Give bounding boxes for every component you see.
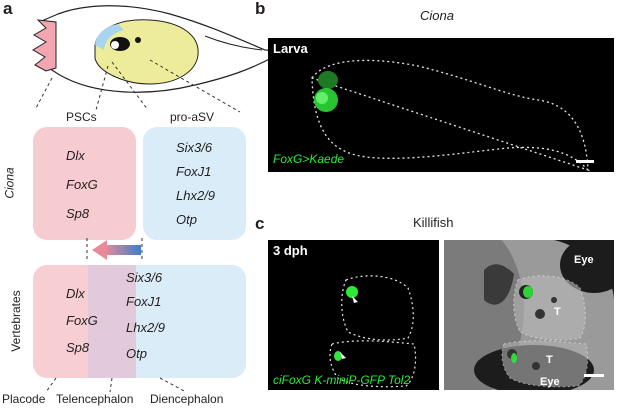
bottom-leader-lines	[45, 377, 187, 393]
panel-c-construct: ciFoxG K-miniP-GFP Tol2	[273, 373, 411, 387]
evolution-arrow	[92, 240, 141, 260]
label-telencephalon: Telencephalon	[56, 392, 134, 406]
vert-dien-gene-4: Otp	[126, 346, 147, 361]
vert-dien-gene-3: Lhx2/9	[126, 320, 166, 335]
header-pro-asv: pro-aSV	[170, 110, 215, 124]
scale-bar-b	[576, 160, 594, 163]
label-eye-top: Eye	[574, 254, 594, 266]
ciona-proasv-box	[143, 127, 246, 240]
projection-lines	[35, 59, 241, 113]
vert-placode-gene-3: Sp8	[66, 340, 90, 355]
label-diencephalon: Diencephalon	[150, 392, 224, 406]
larva-head	[94, 19, 199, 85]
row-label-vertebrates: Vertebrates	[9, 290, 23, 352]
ciona-larva-outline-dotted	[311, 59, 594, 172]
killifish-brightfield-micrograph: Eye T T Eye	[444, 240, 614, 390]
vert-placode-gene-2: FoxG	[66, 313, 98, 328]
vert-dien-gene-1: Six3/6	[126, 270, 163, 285]
row-label-ciona: Ciona	[2, 167, 17, 199]
killifish-brightfield-drawing	[444, 240, 614, 390]
vert-overlap-region	[88, 265, 136, 378]
panel-c-stage: 3 dph	[273, 243, 308, 258]
scale-bar-c	[584, 374, 604, 377]
panel-b-letter: b	[255, 0, 266, 18]
ciona-psc-box	[33, 127, 136, 240]
ciona-psc-gene-2: FoxG	[66, 177, 98, 192]
larva-sensory-vesicle	[95, 24, 124, 50]
arrowhead-2	[340, 352, 346, 359]
vert-placode-gene-1: Dlx	[66, 286, 85, 301]
arrowhead-1	[352, 296, 358, 303]
ciona-psc-gene-3: Sp8	[66, 206, 90, 221]
ciona-proasv-gene-2: FoxJ1	[176, 164, 212, 179]
panel-c-title: Killifish	[413, 215, 454, 230]
gfp-signal-2	[334, 351, 342, 361]
larva-ocellus	[111, 41, 119, 49]
ciona-psc-gene-1: Dlx	[66, 148, 85, 163]
killifish-fluor-outline	[329, 275, 417, 388]
label-t-2: T	[546, 354, 553, 366]
gfp-overlay-1	[523, 286, 533, 298]
larva-tail-line	[204, 35, 263, 51]
label-placode: Placode	[2, 392, 46, 406]
gfp-signal-1	[346, 286, 358, 298]
ciona-proasv-gene-1: Six3/6	[176, 140, 213, 155]
panel-b-title: Ciona	[420, 8, 454, 23]
ciona-larva-illustration	[32, 5, 278, 93]
gfp-overlay-2	[511, 353, 517, 363]
header-pscs: PSCs	[66, 110, 97, 124]
larva-papillae	[32, 19, 57, 72]
panel-b-stage: Larva	[273, 41, 308, 56]
label-t-1: T	[554, 306, 561, 318]
ciona-proasv-gene-4: Otp	[176, 212, 197, 227]
larva-pigment	[135, 37, 141, 43]
vert-dien-gene-2: FoxJ1	[126, 294, 162, 309]
panel-a-letter: a	[3, 0, 13, 18]
panel-b-construct: FoxG>Kaede	[273, 152, 345, 166]
ciona-larva-micrograph: Larva FoxG>Kaede	[268, 38, 614, 172]
killifish-fluorescence-micrograph: 3 dph ciFoxG K-miniP-GFP Tol2	[268, 240, 439, 390]
eye-top-shape	[560, 240, 614, 293]
label-eye-bottom: Eye	[540, 376, 560, 388]
ciona-proasv-gene-3: Lhx2/9	[176, 188, 216, 203]
panel-c-letter: c	[255, 214, 265, 233]
kaede-signal-1	[318, 71, 338, 89]
